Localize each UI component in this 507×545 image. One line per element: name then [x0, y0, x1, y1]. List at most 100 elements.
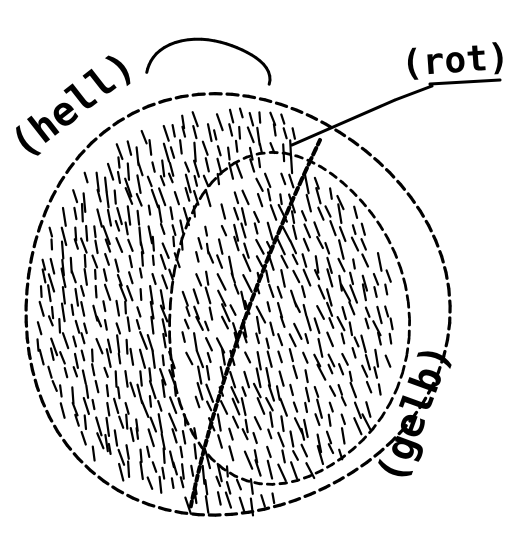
hatch-stroke-right — [362, 239, 366, 249]
hatch-stroke-left — [140, 350, 145, 368]
hatch-stroke-left — [149, 429, 154, 446]
hatch-stroke-left — [140, 332, 147, 349]
hatch-stroke-left — [218, 146, 221, 155]
hatch-stroke-right — [255, 417, 261, 429]
hatch-stroke-right — [350, 273, 353, 284]
hatch-stroke-left — [107, 418, 110, 436]
hatch-stroke-left — [96, 381, 99, 392]
outline-dash — [27, 284, 28, 290]
hatch-stroke-left — [128, 317, 130, 331]
hatch-stroke-right — [258, 194, 262, 206]
hatch-stroke-left — [194, 143, 195, 162]
hatch-stroke-left — [106, 190, 108, 207]
hatch-stroke-left — [105, 285, 110, 300]
hatch-stroke-right — [292, 211, 294, 223]
hatch-stroke-left — [62, 242, 63, 259]
hatch-stroke-left — [149, 226, 152, 243]
hatch-stroke-right — [183, 332, 185, 342]
hatch-stroke-left — [82, 351, 85, 361]
hatch-stroke-left — [43, 270, 46, 283]
hatch-stroke-right — [187, 307, 190, 316]
hatch-stroke-left — [251, 479, 253, 494]
hatch-stroke-left — [114, 399, 118, 413]
hatch-stroke-left — [173, 237, 174, 247]
hatch-stroke-left — [284, 128, 287, 138]
hatch-stroke-right — [342, 334, 345, 344]
hatch-stroke-left — [61, 403, 65, 418]
hatch-stroke-right — [314, 222, 319, 235]
hatch-stroke-left — [185, 163, 189, 172]
inner-dash — [407, 349, 408, 354]
hatch-stroke-left — [217, 477, 221, 486]
hatch-stroke-left — [95, 270, 96, 279]
outline-dash — [193, 514, 199, 515]
outline-dash — [160, 508, 166, 510]
hatch-stroke-left — [48, 285, 51, 301]
outline-dash — [265, 100, 271, 102]
hatch-stroke-right — [267, 447, 271, 457]
hatch-stroke-left — [105, 368, 108, 377]
outline-dash — [118, 119, 123, 122]
hatch-stroke-right — [199, 238, 202, 249]
hatch-stroke-right — [254, 212, 259, 222]
stem-dash — [193, 493, 194, 498]
hatch-stroke-right — [329, 444, 333, 453]
hatch-stroke-right — [293, 255, 298, 264]
outline-dash — [133, 111, 138, 114]
hatch-stroke-left — [126, 415, 127, 429]
hatch-stroke-left — [171, 207, 173, 219]
outline-dash — [249, 96, 255, 97]
outline-dash — [296, 110, 302, 112]
hatch-stroke-right — [329, 365, 333, 374]
hatch-stroke-right — [255, 223, 258, 233]
inner-dash — [298, 156, 303, 158]
inner-dash — [371, 213, 374, 217]
hatch-stroke-left — [81, 302, 84, 316]
inner-dash — [343, 183, 347, 186]
hatch-stroke-left — [250, 159, 254, 171]
hatch-stroke-right — [329, 318, 333, 328]
hatch-stroke-right — [385, 285, 387, 295]
hatch-stroke-right — [266, 271, 268, 282]
hatch-stroke-right — [281, 174, 285, 184]
hatch-stroke-left — [43, 260, 46, 270]
inner-dash — [409, 338, 410, 343]
hatch-stroke-right — [222, 317, 228, 329]
hatch-stroke-left — [160, 477, 162, 493]
hatch-stroke-left — [237, 480, 241, 490]
hatch-stroke-right — [338, 204, 341, 223]
hatch-stroke-left — [137, 194, 142, 206]
hatch-stroke-right — [290, 241, 296, 254]
inner-dash — [172, 365, 173, 370]
hatch-stroke-right — [281, 399, 287, 416]
hatch-stroke-right — [319, 339, 323, 357]
stem-dash — [274, 238, 276, 243]
hatch-stroke-left — [128, 462, 129, 477]
hatch-stroke-right — [305, 225, 311, 238]
hatch-stroke-right — [375, 350, 378, 367]
inner-dash — [178, 250, 179, 255]
hatch-stroke-left — [95, 241, 97, 253]
inner-dash — [401, 268, 402, 273]
hatch-stroke-left — [191, 466, 193, 476]
hatch-stroke-right — [352, 238, 358, 251]
hatch-stroke-left — [260, 144, 262, 153]
hatch-stroke-left — [85, 269, 87, 285]
hatch-stroke-right — [304, 270, 311, 286]
hatch-stroke-right — [245, 353, 250, 363]
hatch-stroke-right — [305, 403, 307, 412]
inner-dash — [173, 371, 174, 376]
inner-dash — [247, 156, 252, 157]
hatch-stroke-right — [269, 385, 274, 400]
hatch-stroke-left — [63, 208, 66, 226]
hatch-stroke-left — [119, 354, 120, 364]
hatch-stroke-left — [218, 492, 221, 504]
hatch-stroke-left — [236, 141, 237, 152]
outline-dash — [411, 197, 414, 202]
hatch-stroke-right — [306, 370, 308, 382]
hatch-stroke-right — [271, 205, 276, 220]
hatch-stroke-right — [268, 461, 272, 479]
hatch-stroke-right — [387, 270, 391, 281]
hatch-stroke-left — [229, 124, 232, 135]
hatch-stroke-left — [283, 144, 284, 161]
